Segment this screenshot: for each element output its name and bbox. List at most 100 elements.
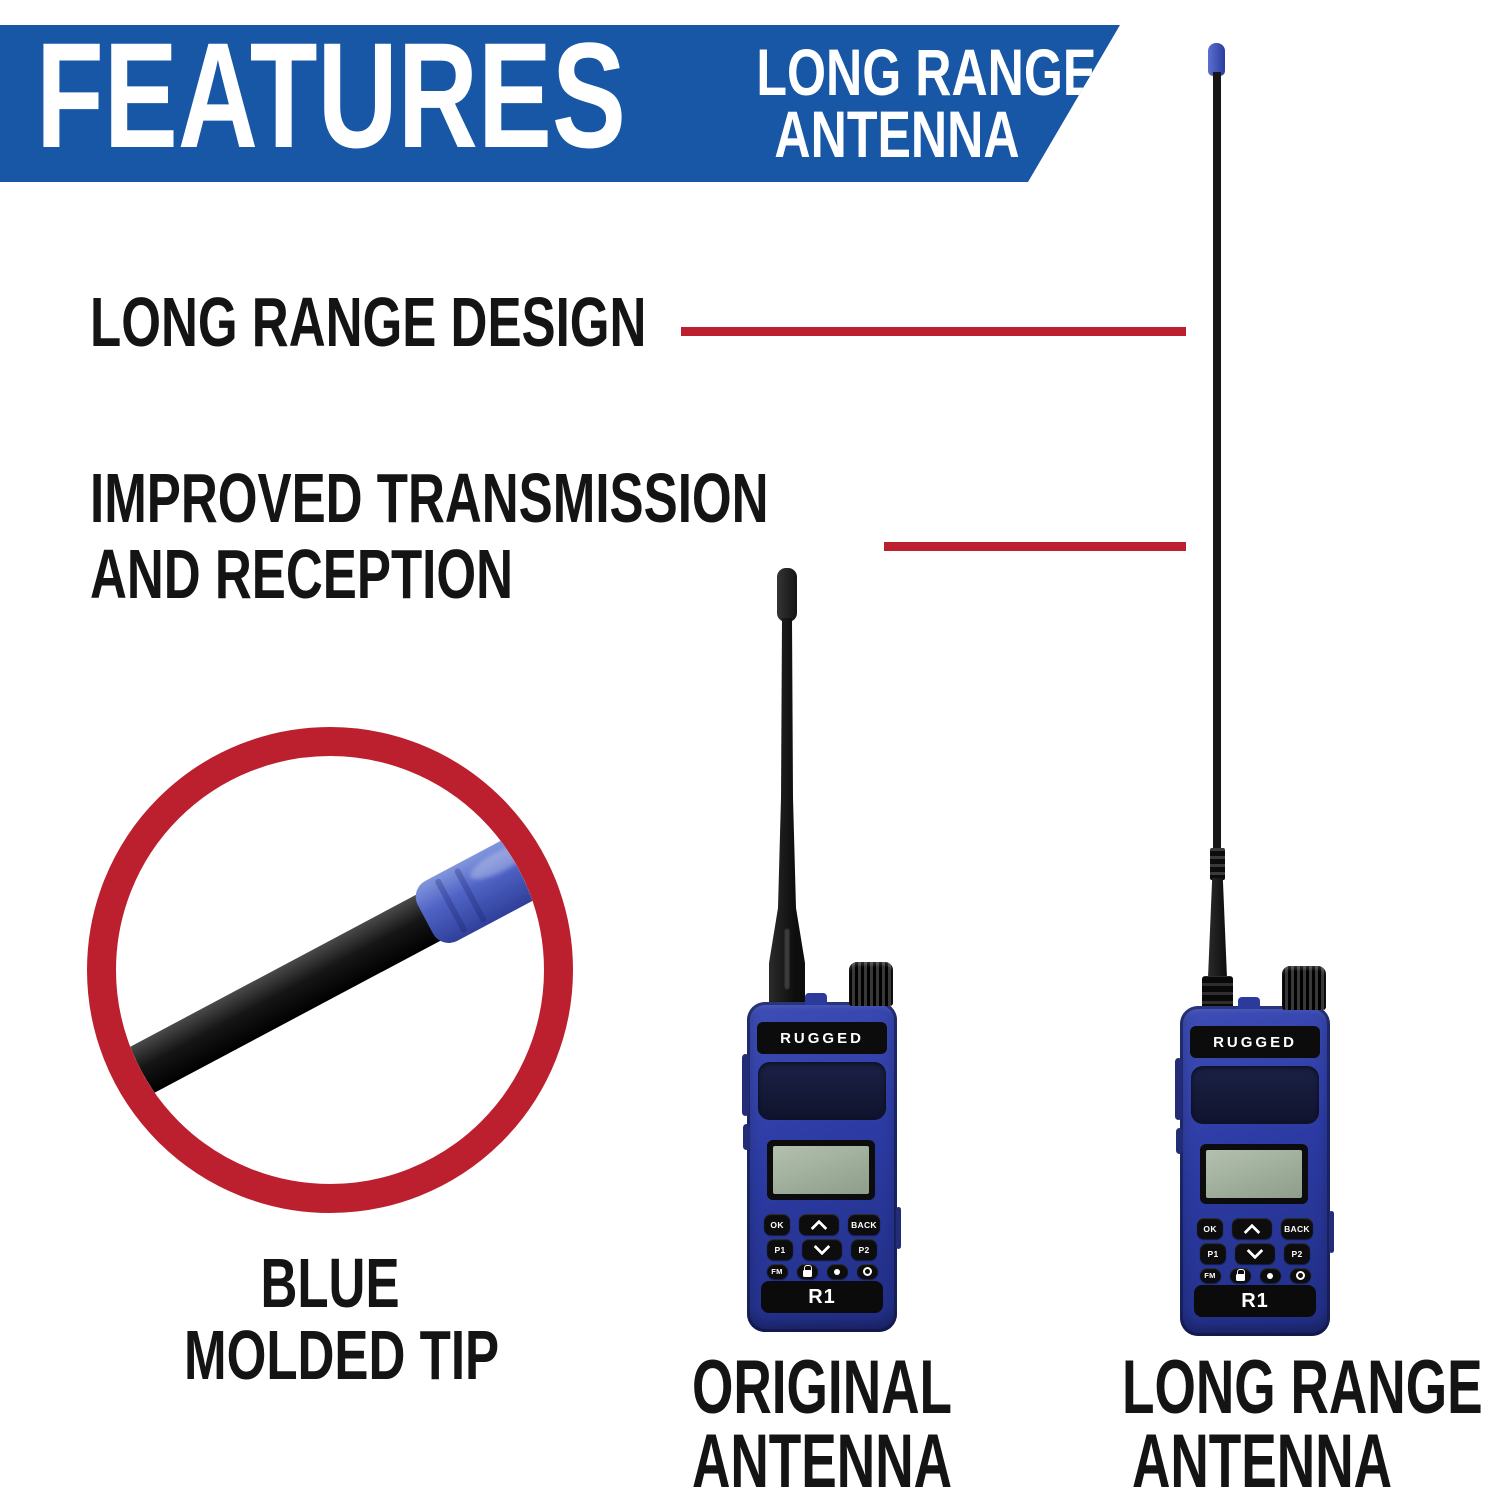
ok-button: OK xyxy=(764,1214,791,1235)
blue-tip-caption: BLUE MOLDED TIP xyxy=(130,1247,530,1391)
back-button: BACK xyxy=(1281,1218,1313,1239)
banner-tagline-line2: ANTENNA xyxy=(774,97,1020,171)
flashlight-icon xyxy=(1267,1272,1273,1279)
blue-tip-caption-line2: MOLDED TIP xyxy=(184,1316,500,1394)
long-range-antenna-caption-line1: LONG RANGE xyxy=(1122,1345,1483,1430)
long-range-antenna-blue-tip xyxy=(1208,43,1225,76)
flashlight-button xyxy=(1259,1268,1281,1283)
location-pin-icon xyxy=(1295,1271,1305,1280)
model-badge: R1 xyxy=(1194,1285,1316,1317)
original-antenna-caption-line2: ANTENNA xyxy=(691,1419,953,1500)
antenna-rod-closeup xyxy=(116,808,544,1132)
ok-button: OK xyxy=(1197,1218,1224,1239)
lcd-screen xyxy=(1200,1144,1308,1204)
lock-button xyxy=(1229,1268,1251,1283)
lock-icon xyxy=(1235,1268,1245,1281)
fm-button: FM xyxy=(1199,1268,1221,1283)
long-range-antenna-collar xyxy=(1210,848,1225,880)
long-range-antenna-taper xyxy=(1208,878,1227,978)
fm-label: FM xyxy=(1204,1271,1216,1280)
fm-label: FM xyxy=(771,1267,783,1276)
location-button xyxy=(1289,1268,1311,1283)
original-antenna-tip xyxy=(777,568,797,622)
down-button xyxy=(1235,1242,1275,1264)
keypad: OK BACK P1 P2 FM xyxy=(747,1214,897,1283)
down-button xyxy=(802,1238,842,1260)
callout-improved-transmission-line1: IMPROVED TRANSMISSION xyxy=(90,459,769,537)
chevron-up-icon xyxy=(810,1219,828,1236)
up-button xyxy=(1232,1218,1273,1240)
callout-improved-transmission: IMPROVED TRANSMISSION AND RECEPTION xyxy=(90,460,1020,612)
ptt-button xyxy=(742,1054,749,1116)
blue-tip-inset-circle xyxy=(87,727,573,1213)
lcd-screen xyxy=(767,1140,875,1200)
original-antenna-caption: ORIGINAL ANTENNA xyxy=(622,1345,1022,1500)
banner-tagline-line1: LONG RANGE xyxy=(756,35,1097,109)
p2-label: P2 xyxy=(1291,1248,1303,1259)
long-range-antenna-base xyxy=(1202,976,1233,1010)
brand-badge: RUGGED xyxy=(1190,1026,1320,1058)
lcd-display xyxy=(1206,1150,1302,1198)
keypad: OK BACK P1 P2 FM xyxy=(1180,1218,1330,1287)
lock-icon xyxy=(802,1264,812,1277)
long-range-antenna-caption-line2: ANTENNA xyxy=(1131,1419,1393,1500)
model-badge: R1 xyxy=(761,1281,883,1313)
p1-button: P1 xyxy=(1200,1243,1226,1264)
long-range-antenna-caption: LONG RANGE ANTENNA xyxy=(1062,1345,1483,1500)
top-tab xyxy=(1238,997,1260,1009)
banner-tagline: LONG RANGE ANTENNA xyxy=(712,41,1082,165)
back-label: BACK xyxy=(1284,1223,1310,1234)
original-antenna-caption-line1: ORIGINAL xyxy=(691,1345,953,1430)
speaker-grille xyxy=(1191,1066,1319,1124)
callout-line-1 xyxy=(681,327,1186,336)
top-tab xyxy=(805,993,827,1005)
p1-label: P1 xyxy=(1207,1248,1219,1259)
chevron-down-icon xyxy=(1246,1242,1264,1259)
brand-text: RUGGED xyxy=(780,1029,864,1047)
p1-button: P1 xyxy=(767,1239,793,1260)
ok-label: OK xyxy=(1203,1223,1217,1234)
original-antenna-slot xyxy=(784,928,790,990)
model-text: R1 xyxy=(808,1285,836,1308)
up-button xyxy=(799,1214,840,1236)
side-nub xyxy=(896,1207,901,1249)
p2-label: P2 xyxy=(858,1244,870,1255)
speaker-grille xyxy=(758,1062,886,1120)
chevron-down-icon xyxy=(813,1238,831,1255)
flashlight-icon xyxy=(834,1268,840,1275)
model-text: R1 xyxy=(1241,1289,1269,1312)
back-button: BACK xyxy=(848,1214,880,1235)
volume-knob xyxy=(849,962,893,1006)
banner-title: FEATURES xyxy=(36,20,936,170)
chevron-up-icon xyxy=(1243,1223,1261,1240)
p1-label: P1 xyxy=(774,1244,786,1255)
side-nub xyxy=(1329,1211,1334,1253)
callout-long-range-design: LONG RANGE DESIGN xyxy=(90,284,852,360)
ptt-button xyxy=(1175,1058,1182,1120)
location-pin-icon xyxy=(862,1267,872,1276)
flashlight-button xyxy=(826,1264,848,1279)
fm-button: FM xyxy=(766,1264,788,1279)
blue-molded-tip xyxy=(409,808,544,950)
location-button xyxy=(856,1264,878,1279)
brand-text: RUGGED xyxy=(1213,1033,1297,1051)
features-banner: FEATURES LONG RANGE ANTENNA xyxy=(0,25,1120,182)
p2-button: P2 xyxy=(851,1239,877,1260)
radio-long-range: RUGGED OK BACK P1 P2 FM R1 xyxy=(1175,966,1334,1336)
lcd-display xyxy=(773,1146,869,1194)
p2-button: P2 xyxy=(1284,1243,1310,1264)
side-button xyxy=(743,1124,750,1150)
blue-tip-caption-line1: BLUE xyxy=(260,1244,400,1322)
side-button xyxy=(1176,1128,1183,1154)
volume-knob xyxy=(1282,966,1326,1010)
long-range-antenna-rod xyxy=(1213,72,1221,850)
lock-button xyxy=(796,1264,818,1279)
banner-title-text: FEATURES xyxy=(36,11,626,179)
ok-label: OK xyxy=(770,1219,784,1230)
back-label: BACK xyxy=(851,1219,877,1230)
antenna-rod xyxy=(116,893,444,1125)
radio-original: RUGGED OK BACK P1 P2 FM R1 xyxy=(742,962,901,1332)
callout-improved-transmission-line2: AND RECEPTION xyxy=(90,535,514,613)
callout-long-range-design-text: LONG RANGE DESIGN xyxy=(90,283,647,361)
